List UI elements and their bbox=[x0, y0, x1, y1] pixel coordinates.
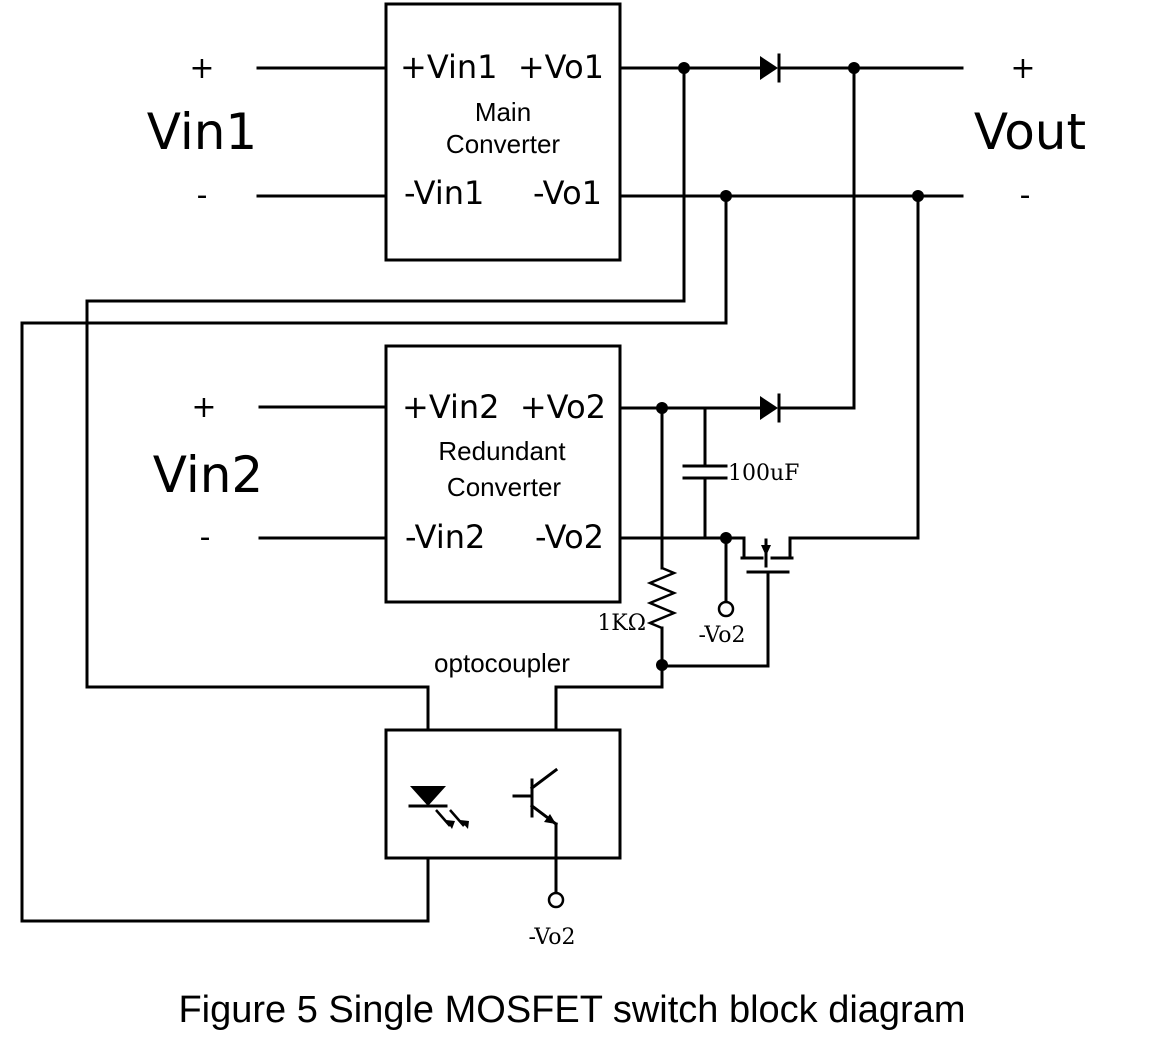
main-pin-minus-vin1: -Vin1 bbox=[404, 174, 484, 212]
capacitor-value-label: 100uF bbox=[728, 461, 799, 486]
redundant-pin-plus-vin2: +Vin2 bbox=[402, 388, 500, 426]
redundant-converter-label-line2: Converter bbox=[447, 472, 561, 502]
redundant-oring-diode-icon bbox=[760, 396, 778, 420]
vin2-minus-sign: - bbox=[200, 520, 211, 555]
led-anode-sense-wire bbox=[85, 66, 686, 782]
main-pin-plus-vo1: +Vo1 bbox=[518, 48, 604, 86]
redundant-converter-label-line1: Redundant bbox=[438, 436, 566, 466]
figure-caption: Figure 5 Single MOSFET switch block diag… bbox=[178, 989, 965, 1031]
main-converter-label-line2: Converter bbox=[446, 129, 560, 159]
vin1-minus-sign: - bbox=[197, 178, 208, 213]
vin2-label: Vin2 bbox=[153, 446, 264, 504]
mosfet-switch-icon bbox=[740, 536, 920, 668]
main-converter-block bbox=[384, 2, 622, 262]
optocoupler-vo2-terminal-icon bbox=[547, 891, 565, 909]
vout-plus-sign: + bbox=[1010, 51, 1035, 86]
redundant-converter-block bbox=[384, 344, 622, 604]
vo2-terminal-label: -Vo2 bbox=[699, 623, 746, 648]
main-oring-diode-icon bbox=[760, 56, 778, 80]
vo2-terminal-icon bbox=[717, 600, 735, 618]
vin2-plus-sign: + bbox=[191, 390, 216, 425]
led-cathode-sense-wire bbox=[20, 194, 728, 923]
resistor-icon bbox=[646, 566, 678, 630]
main-converter-label-line1: Main bbox=[475, 97, 531, 127]
vout-minus-sign: - bbox=[1020, 178, 1031, 213]
vout-label: Vout bbox=[974, 103, 1086, 161]
optocoupler-label: optocoupler bbox=[434, 648, 570, 678]
redundant-pin-plus-vo2: +Vo2 bbox=[520, 388, 606, 426]
main-pin-minus-vo1: -Vo1 bbox=[533, 174, 602, 212]
phototransistor-icon bbox=[512, 767, 559, 894]
redundant-pin-minus-vo2: -Vo2 bbox=[535, 518, 604, 556]
vin1-label: Vin1 bbox=[147, 103, 258, 161]
main-pin-plus-vin1: +Vin1 bbox=[400, 48, 498, 86]
optocoupler-led-icon bbox=[408, 786, 469, 829]
resistor-value-label: 1KΩ bbox=[597, 611, 646, 636]
redundant-pin-minus-vin2: -Vin2 bbox=[405, 518, 485, 556]
optocoupler-vo2-terminal-label: -Vo2 bbox=[529, 925, 576, 950]
vin1-plus-sign: + bbox=[189, 51, 214, 86]
